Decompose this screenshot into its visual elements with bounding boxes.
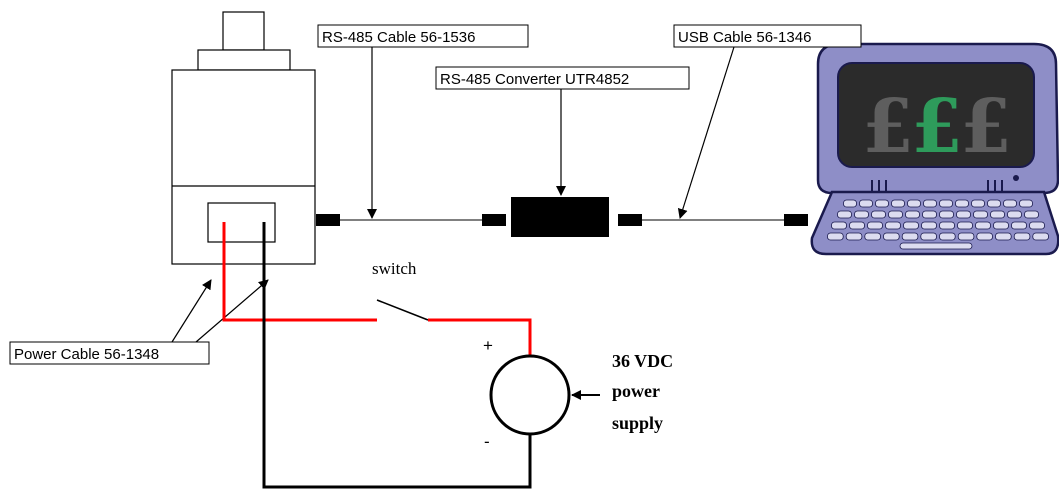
keyboard-key [1032, 232, 1049, 241]
laptop-keyboard-keys [827, 199, 1049, 250]
keyboard-spacebar [899, 242, 973, 250]
keyboard-key [920, 232, 937, 241]
keyboard-key [939, 232, 956, 241]
keyboard-key [1003, 199, 1017, 208]
keyboard-key [859, 199, 873, 208]
keyboard-key [971, 199, 985, 208]
supply-label-line2: power [612, 381, 660, 401]
keyboard-key [976, 232, 993, 241]
keyboard-key [888, 210, 903, 219]
device-unit [171, 11, 316, 265]
callout-converter: RS-485 Converter UTR4852 [435, 66, 690, 196]
screen-glyph-center: £ [911, 84, 963, 170]
keyboard-key [854, 210, 869, 219]
keyboard-key [1019, 199, 1033, 208]
supply-label-line3: supply [612, 413, 663, 433]
keyboard-key [885, 221, 901, 230]
positive-wire [222, 222, 377, 322]
keyboard-key [987, 199, 1001, 208]
converter-label: RS-485 Converter UTR4852 [440, 71, 629, 88]
keyboard-key [956, 210, 971, 219]
callout-rs485-cable: RS-485 Cable 56-1536 [317, 24, 529, 219]
keyboard-key [955, 199, 969, 208]
keyboard-key [831, 221, 847, 230]
positive-wire-to-supply [428, 318, 532, 356]
power-supply: + - 36 VDC power supply [483, 336, 673, 451]
power-wiring [222, 222, 532, 489]
keyboard-key [993, 221, 1009, 230]
keyboard-key [845, 232, 863, 241]
keyboard-key [995, 232, 1012, 241]
switch-lever [376, 299, 429, 321]
device-top-cap [222, 11, 265, 51]
keyboard-key [1024, 210, 1039, 219]
device-neck [197, 49, 291, 71]
keyboard-key [875, 199, 889, 208]
keyboard-key [907, 199, 921, 208]
keyboard-key [905, 210, 920, 219]
keyboard-key [891, 199, 905, 208]
keyboard-key [923, 199, 937, 208]
keyboard-key [921, 221, 937, 230]
switch-label: switch [372, 259, 417, 278]
polarity-plus: + [483, 336, 493, 355]
callout-usb-cable: USB Cable 56-1346 [673, 24, 862, 219]
laptop-usb-plug [784, 214, 808, 226]
converter-left-plug [482, 214, 506, 226]
keyboard-key [973, 210, 988, 219]
keyboard-key [939, 221, 955, 230]
keyboard-key [849, 221, 865, 230]
converter-right-plug [618, 214, 642, 226]
polarity-minus: - [484, 432, 490, 451]
laptop-power-led [1013, 175, 1019, 181]
rs485-cable-label: RS-485 Cable 56-1536 [322, 29, 475, 46]
device-serial-plug [316, 214, 340, 226]
keyboard-key [1013, 232, 1031, 241]
keyboard-key [1007, 210, 1022, 219]
keyboard-key [957, 232, 975, 241]
keyboard-key [957, 221, 973, 230]
keyboard-key [837, 210, 852, 219]
keyboard-key [867, 221, 883, 230]
usb-cable-label: USB Cable 56-1346 [678, 29, 811, 46]
keyboard-key [843, 199, 857, 208]
supply-label-line1: 36 VDC [612, 351, 673, 371]
power-cable-label: Power Cable 56-1348 [14, 346, 159, 363]
power-supply-symbol [489, 354, 571, 436]
keyboard-key [1029, 221, 1045, 230]
negative-wire [262, 222, 532, 489]
laptop-screen [837, 62, 1035, 168]
rs485-converter-body [511, 197, 609, 237]
keyboard-key [827, 232, 844, 241]
screen-glyph-right: £ [960, 84, 1012, 170]
keyboard-key [975, 221, 991, 230]
laptop: £ £ £ [810, 42, 1059, 256]
keyboard-key [990, 210, 1005, 219]
keyboard-key [871, 210, 886, 219]
keyboard-key [922, 210, 937, 219]
keyboard-key [864, 232, 881, 241]
keyboard-key [939, 210, 954, 219]
keyboard-key [903, 221, 919, 230]
data-link [316, 197, 808, 237]
keyboard-key [901, 232, 919, 241]
keyboard-key [939, 199, 953, 208]
screen-glyph-left: £ [862, 84, 914, 170]
callout-power-cable: Power Cable 56-1348 [9, 279, 269, 365]
keyboard-key [883, 232, 900, 241]
keyboard-key [1011, 221, 1027, 230]
